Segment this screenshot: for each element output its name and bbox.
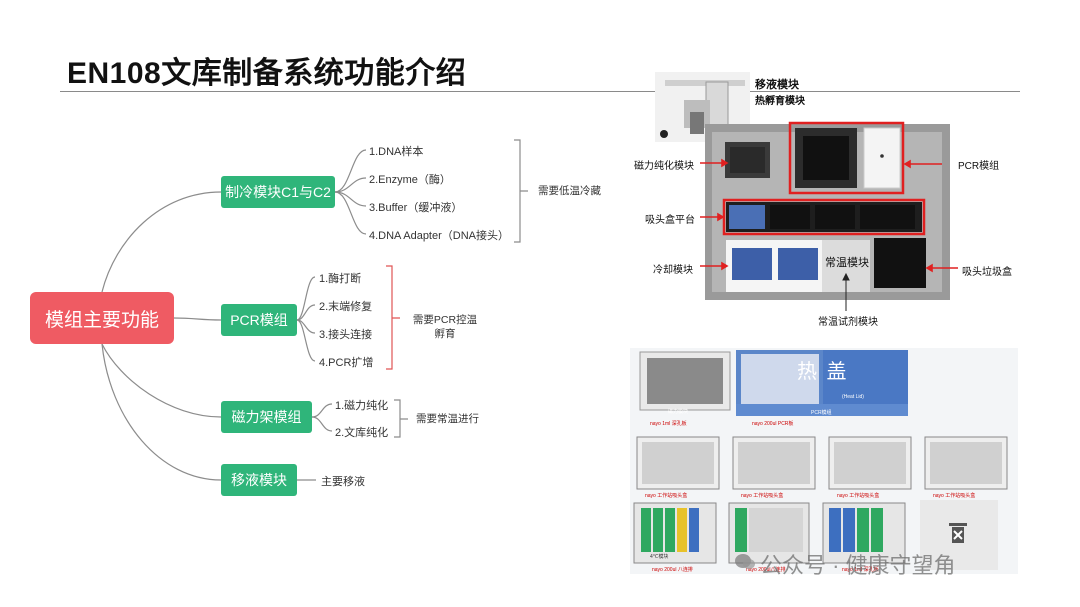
module-node-pcr: PCR模组 [221,304,297,336]
labware-label: nayo 200ul八连排 [746,567,786,573]
wechat-icon [735,554,755,569]
pipetting-head-photo [655,72,750,142]
leaf-item: 主要移液 [321,476,365,488]
leaf-item: 4.DNA Adapter（DNA接头） [369,230,509,242]
labware-label: nayo 工作站吸头盒 [741,493,784,499]
module-node-pipetting: 移液模块 [221,464,297,496]
pcr-module-caption: PCR模组 [811,410,832,416]
module-note: 需要PCR控温孵育 [412,314,478,340]
leaf-item: 1.磁力纯化 [335,400,389,412]
module-node-cooling: 制冷模块C1与C2 [221,176,335,208]
title-divider [60,91,1020,92]
module-note: 需要低温冷藏 [538,185,601,197]
callout-ambient-reagent: 常温试剂模块 [818,317,878,328]
leaf-item: 2.末端修复 [319,301,373,313]
heat-lid-title: 热 盖 [797,361,849,383]
root-node: 模组主要功能 [30,292,174,344]
callout-ambient-inner: 常温模块 [825,257,869,269]
magnet-caption: 磁力模块 [668,409,689,415]
labware-label: nayo 工作站吸头盒 [837,493,880,499]
callout-pipetting: 移液模块 [755,79,799,91]
callout-magnetic: 磁力纯化模块 [634,161,694,172]
labware-label: nayo 工作站吸头盒 [645,493,688,499]
callout-cooling: 冷却模块 [653,265,693,276]
corner-badge [660,130,668,138]
leaf-item: 1.酶打断 [319,273,362,285]
leaf-item: 1.DNA样本 [369,146,424,158]
page-title: EN108文库制备系统功能介绍 [67,57,467,90]
module-node-magnet: 磁力架模组 [221,401,312,433]
leaf-item: 2.Enzyme（酶） [369,174,451,186]
callout-tip-platform: 吸头盒平台 [645,215,695,226]
leaf-item: 3.接头连接 [319,329,373,341]
pcr-highlight-box [788,121,905,195]
pcr-module [863,127,901,189]
cold-module-caption: 4℃模块 [650,554,669,560]
trash-icon [949,523,967,543]
callout-pcr: PCR模组 [958,161,1000,172]
labware-label: nayo 1ml 深孔板 [650,421,687,427]
labware-label: nayo 200ul PCR板 [752,421,794,427]
watermark: 公众号 · 健康守望角 [760,553,956,578]
labware-label: nayo 1ml 深孔板 [842,567,879,573]
heat-lid-sub: (Heat Lid) [842,394,864,400]
waste-bin [874,238,926,288]
callout-waste: 吸头垃圾盒 [962,267,1012,278]
labware-label: nayo 200ul 八连排 [652,567,693,573]
callout-incubation: 热孵育模块 [755,96,805,107]
module-note: 需要常温进行 [416,413,479,425]
leaf-item: 3.Buffer（缓冲液） [369,202,463,214]
leaf-item: 4.PCR扩增 [319,357,374,369]
leaf-item: 2.文库纯化 [335,427,389,439]
labware-label: nayo 工作站吸头盒 [933,493,976,499]
